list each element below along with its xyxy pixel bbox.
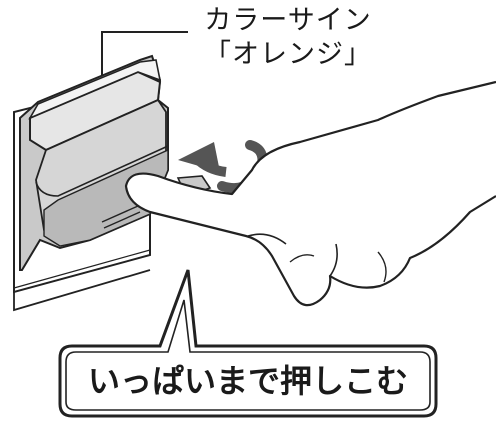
instruction-text: いっぱいまで押しこむ bbox=[72, 352, 424, 410]
color-sign-color-name: 「オレンジ」 bbox=[188, 38, 388, 72]
pushing-hand bbox=[126, 82, 496, 305]
color-sign-label: カラーサイン 「オレンジ」 bbox=[188, 4, 388, 72]
color-sign-title: カラーサイン bbox=[188, 4, 388, 38]
